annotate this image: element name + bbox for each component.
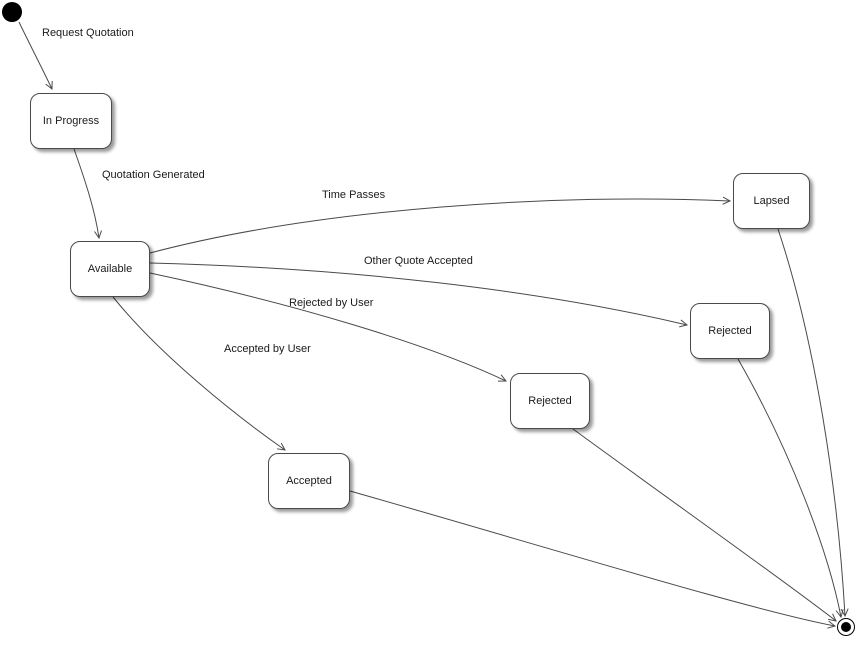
state-label: In Progress (42, 115, 100, 127)
transition-label-rejected-by-user: Rejected by User (289, 297, 374, 309)
state-label: Rejected (528, 395, 572, 407)
transition-label-time-passes: Time Passes (322, 189, 386, 201)
state-label: Rejected (708, 325, 752, 337)
edge-accepted-to-final (349, 490, 835, 626)
state-rejected-upper[interactable]: Rejected (690, 303, 770, 359)
state-label: Accepted (286, 475, 332, 487)
state-lapsed[interactable]: Lapsed (733, 173, 810, 229)
transition-label-other-quote-accepted: Other Quote Accepted (364, 255, 473, 267)
transition-label-accepted-by-user: Accepted by User (224, 343, 311, 355)
edge-quotation-generated (73, 148, 99, 238)
state-label: Available (87, 263, 133, 275)
state-in-progress[interactable]: In Progress (30, 93, 112, 149)
state-available[interactable]: Available (70, 241, 150, 297)
final-state-inner-dot (841, 622, 851, 632)
initial-state-node[interactable] (2, 2, 22, 22)
edge-rejected-upper-to-final (737, 358, 841, 617)
edge-accepted-by-user (112, 296, 285, 450)
edge-lapsed-to-final (777, 228, 845, 616)
state-accepted[interactable]: Accepted (268, 453, 350, 509)
state-label: Lapsed (753, 195, 790, 207)
edge-rejected-lower-to-final (572, 428, 836, 621)
state-rejected-lower[interactable]: Rejected (510, 373, 590, 429)
final-state-node[interactable] (837, 618, 855, 636)
edge-time-passes (149, 199, 730, 254)
transition-label-request-quotation: Request Quotation (42, 27, 134, 39)
edge-rejected-by-user (149, 272, 506, 381)
edge-other-quote-accepted (149, 262, 687, 325)
transition-label-quotation-generated: Quotation Generated (102, 169, 205, 181)
